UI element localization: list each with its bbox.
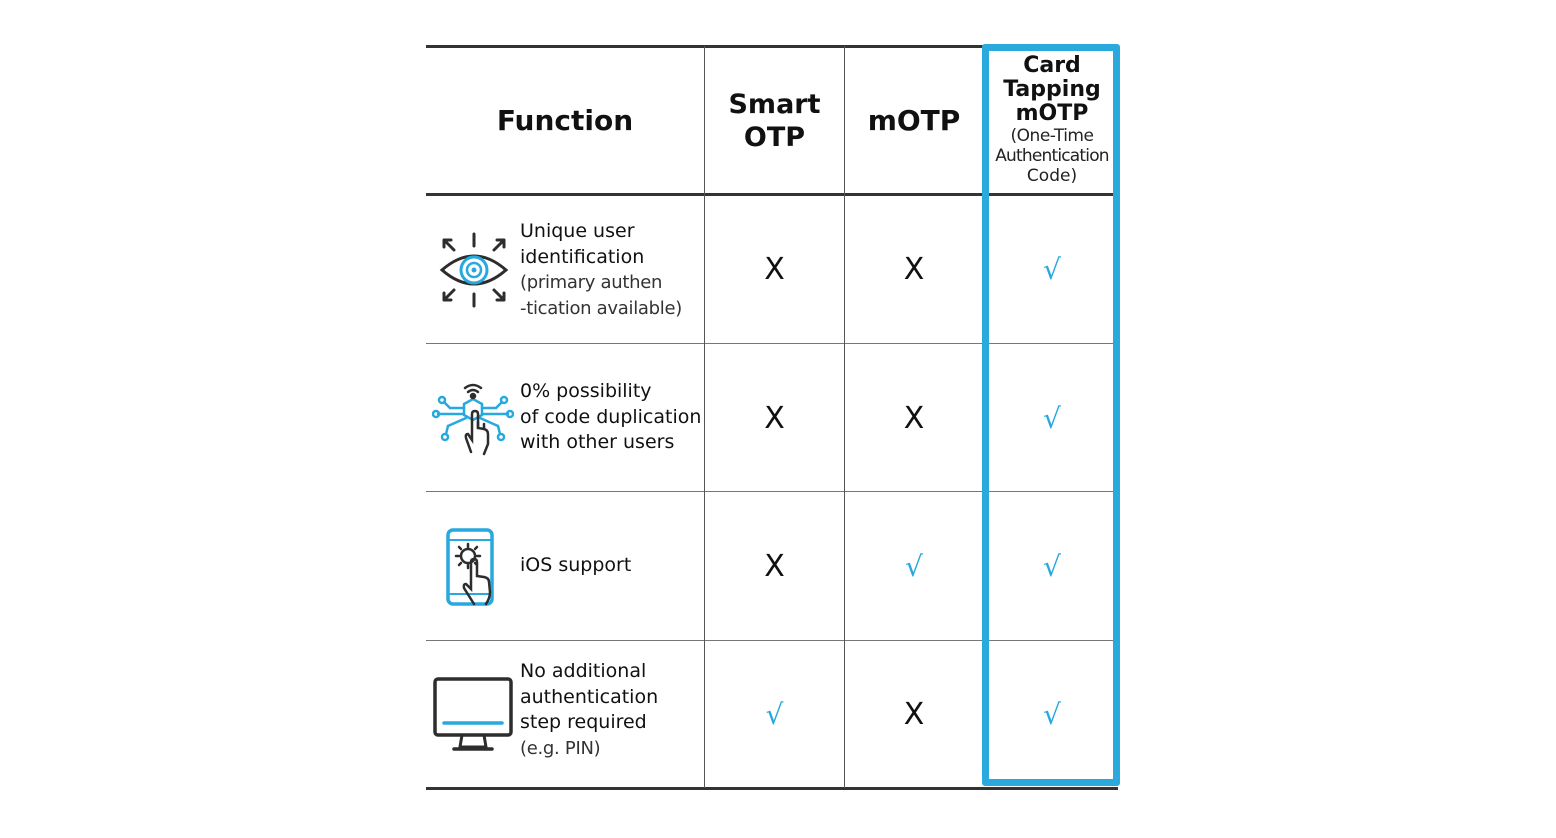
header-function: Function	[496, 104, 634, 137]
row-divider	[426, 491, 1118, 492]
bottom-rule	[426, 787, 1118, 790]
eye-scan-icon	[438, 230, 510, 314]
motp-mark: X	[903, 400, 925, 436]
card-tapping-mark: √	[1043, 401, 1061, 435]
card-tapping-mark: √	[1043, 698, 1061, 731]
feature-label: No additional authentication step requir…	[520, 660, 659, 759]
smart-otp-mark: X	[764, 400, 785, 436]
column-divider	[844, 46, 845, 788]
phone-touch-icon	[444, 526, 504, 612]
header-motp: mOTP	[867, 104, 961, 137]
header-card-tapping-motp: Card Tapping mOTP (One-Time Authenticati…	[995, 53, 1109, 187]
touch-network-icon	[431, 378, 515, 464]
feature-label: Unique user identification (primary auth…	[520, 220, 682, 319]
smart-otp-mark: X	[764, 252, 785, 287]
motp-mark: X	[903, 252, 925, 287]
feature-label: iOS support	[520, 554, 632, 576]
row-divider	[426, 343, 1118, 344]
smart-otp-mark: √	[765, 698, 784, 731]
row-divider	[426, 640, 1118, 641]
card-tapping-mark: √	[1043, 550, 1061, 583]
column-divider	[704, 46, 705, 788]
monitor-icon	[432, 675, 514, 761]
top-rule	[426, 45, 1118, 48]
feature-label: 0% possibility of code duplication with …	[520, 380, 702, 453]
motp-mark: √	[905, 550, 923, 583]
header-smart-otp: Smart OTP	[728, 88, 821, 153]
motp-mark: X	[903, 697, 925, 732]
smart-otp-mark: X	[764, 549, 785, 584]
header-rule	[426, 193, 1118, 196]
card-tapping-mark: √	[1043, 253, 1061, 286]
card-tapping-column-highlight	[982, 44, 1120, 786]
